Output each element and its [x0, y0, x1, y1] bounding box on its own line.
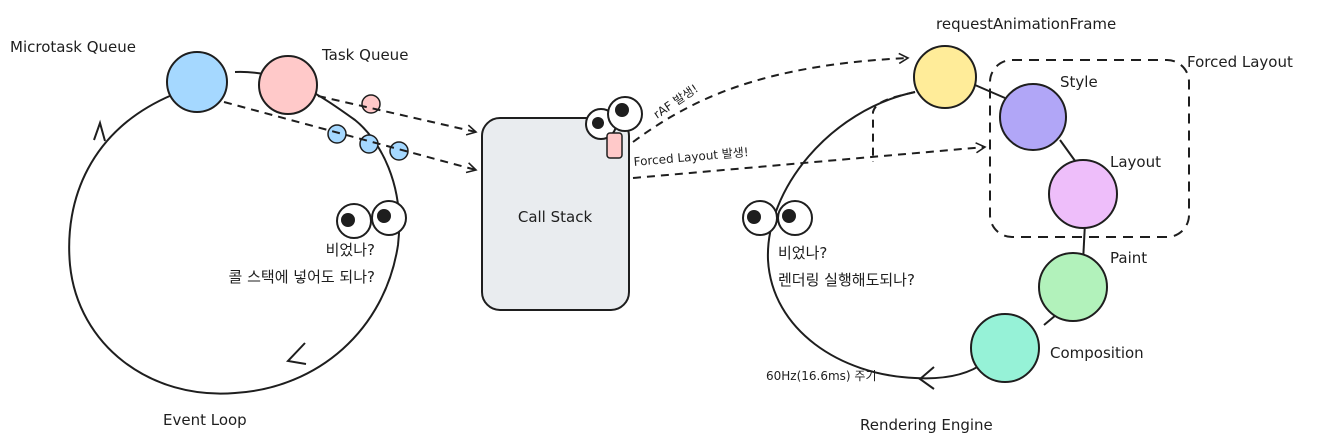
microtask-queue-node — [166, 51, 228, 113]
raf-note: rAF 발생! — [651, 81, 701, 121]
rendering-thought-line2: 렌더링 실행해도되나? — [778, 271, 915, 289]
event-loop-arrow-up — [93, 119, 106, 142]
paint-node — [1038, 252, 1108, 322]
microtask-dot — [359, 134, 379, 154]
call-stack-group: Call Stack rAF 발생! Forced Layout 발생! — [481, 52, 987, 311]
event-loop-thought-line2: 콜 스택에 넣어도 되나? — [229, 268, 375, 286]
task-queue-node — [258, 55, 318, 115]
event-loop-title: Event Loop — [163, 411, 247, 429]
composition-node — [970, 313, 1040, 383]
forced-layout-arrow — [632, 142, 987, 179]
composition-label: Composition — [1050, 344, 1144, 362]
microtask-to-callstack-arrow — [223, 101, 478, 174]
cycle-note: 60Hz(16.6ms) 주기 — [766, 369, 877, 383]
raf-node — [913, 45, 977, 109]
layout-label: Layout — [1110, 153, 1161, 171]
rendering-engine-arrow — [918, 366, 935, 390]
forced-layout-box — [989, 59, 1190, 238]
rendering-thought-line1: 비었나? — [778, 244, 827, 262]
paint-label: Paint — [1110, 249, 1147, 267]
microtask-dot — [389, 141, 409, 161]
forced-layout-label: Forced Layout — [1187, 53, 1293, 71]
microtask-dot — [327, 124, 347, 144]
layout-node — [1048, 159, 1118, 229]
rendering-engine-title: Rendering Engine — [860, 416, 993, 434]
rendering-engine-cycle — [766, 91, 986, 380]
event-loop-thought-line1: 비었나? — [326, 241, 375, 259]
microtask-queue-label: Microtask Queue — [10, 38, 136, 56]
call-stack-eyes — [585, 96, 643, 140]
rendering-engine-group: requestAnimationFrame Forced Layout Styl… — [742, 15, 1293, 434]
event-loop-group: Microtask Queue Task Queue 비었나? 콜 스택에 넣어… — [10, 38, 478, 429]
call-stack-tongue — [606, 132, 623, 159]
raf-label: requestAnimationFrame — [936, 15, 1116, 33]
call-stack-box — [481, 117, 630, 311]
style-node — [999, 83, 1067, 151]
raf-arrow — [632, 52, 910, 143]
forced-layout-note: Forced Layout 발생! — [633, 145, 749, 169]
rendering-engine-eyes — [742, 200, 813, 236]
task-queue-label: Task Queue — [321, 46, 408, 64]
raf-to-forced-layout-arrow — [872, 91, 916, 162]
event-loop-eyes — [336, 200, 407, 239]
event-loop-arrow-down — [285, 342, 307, 365]
event-loop-cycle — [68, 70, 401, 395]
style-label: Style — [1060, 73, 1098, 91]
call-stack-label: Call Stack — [518, 208, 593, 226]
